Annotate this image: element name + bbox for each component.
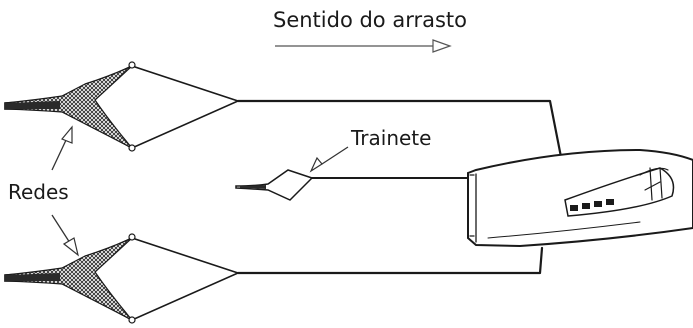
lower-net xyxy=(4,233,241,324)
redes-upper-pointer-arrow-icon xyxy=(51,125,73,171)
trainete-pointer-arrow-icon xyxy=(309,146,349,173)
redes-lower-pointer-arrow-icon xyxy=(51,214,79,257)
direction-arrow-icon xyxy=(275,39,452,53)
trainete-label: Trainete xyxy=(350,126,431,150)
redes-label: Redes xyxy=(8,180,69,204)
trawler-boat xyxy=(467,148,693,248)
trainete-net xyxy=(235,169,314,201)
upper-net xyxy=(4,61,241,152)
tow-lines xyxy=(236,99,564,275)
direction-label: Sentido do arrasto xyxy=(273,8,467,32)
